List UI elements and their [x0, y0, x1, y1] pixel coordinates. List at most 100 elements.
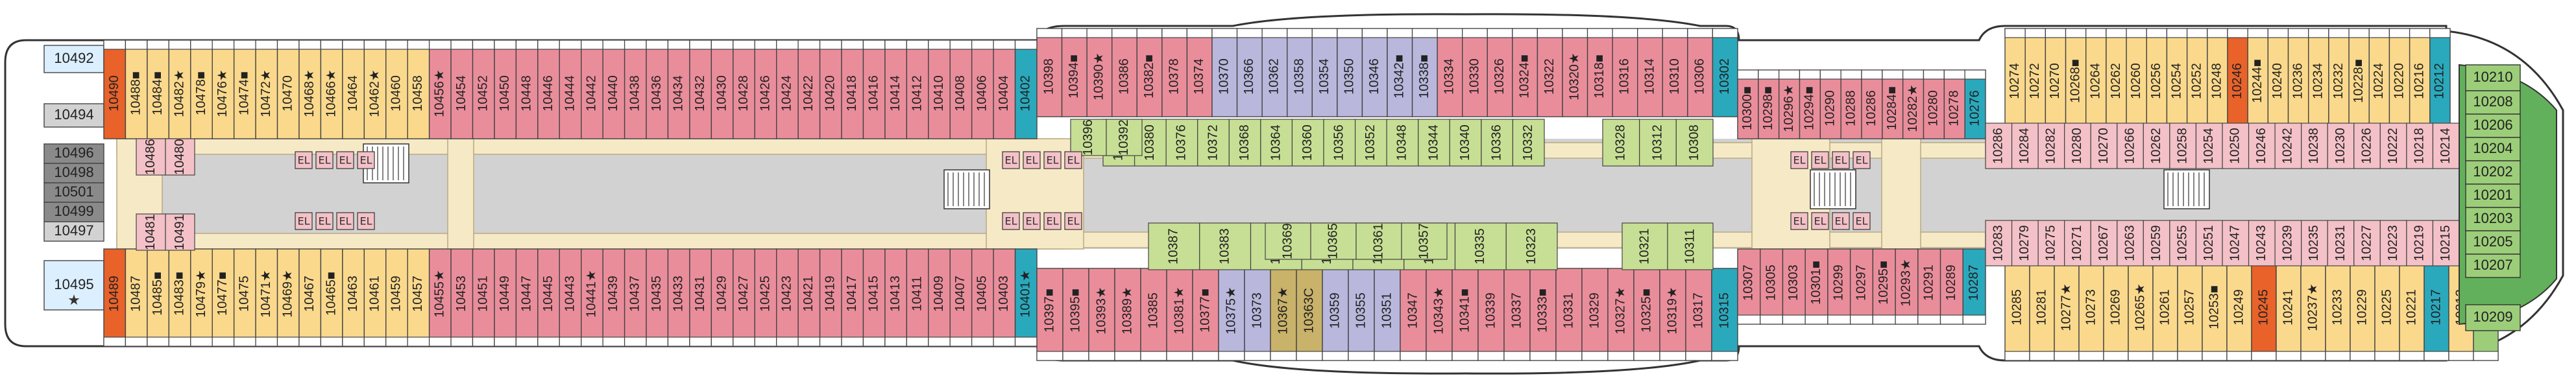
- inner-upper-fwd-cabin-10246[interactable]: 10246: [2248, 123, 2276, 169]
- lower-a-cabin-10431[interactable]: 10431: [689, 248, 712, 347]
- upper-d-cabin-10262[interactable]: 10262: [2106, 28, 2127, 126]
- inner-upper-green-cabin-10396[interactable]: 10396: [1070, 119, 1107, 156]
- inner-upper-mid-cabin-10332[interactable]: 10332: [1512, 119, 1545, 167]
- upper-b-cabin-10338[interactable]: 10338■: [1411, 28, 1438, 117]
- lower-a-cabin-10463[interactable]: 10463: [342, 248, 365, 347]
- lower-b-cabin-10395[interactable]: 10395■: [1062, 268, 1089, 361]
- lower-b-cabin-10355[interactable]: 10355: [1348, 268, 1375, 361]
- inner-lower-fwd-cabin-10275[interactable]: 10275: [2037, 220, 2065, 266]
- lower-c-cabin-10291[interactable]: 10291: [1917, 248, 1941, 325]
- upper-b-cabin-10366[interactable]: 10366: [1236, 28, 1263, 117]
- lower-b-cabin-10347[interactable]: 10347: [1400, 268, 1427, 361]
- inner-upper-mid-cabin-10368[interactable]: 10368: [1228, 119, 1261, 167]
- lower-b-cabin-10389[interactable]: 10389★: [1114, 268, 1141, 361]
- lower-a-cabin-10461[interactable]: 10461: [363, 248, 387, 347]
- lower-a-cabin-10417[interactable]: 10417: [841, 248, 864, 347]
- upper-c-cabin-10278[interactable]: 10278: [1943, 69, 1965, 139]
- inner-upper-fwd-cabin-10250[interactable]: 10250: [2222, 123, 2250, 169]
- upper-a-cabin-10478[interactable]: 10478■: [190, 40, 213, 139]
- lower-a-cabin-10435[interactable]: 10435: [646, 248, 669, 347]
- lower-b-cabin-10341[interactable]: 10341■: [1452, 268, 1479, 361]
- inner-upper-fwd-cabin-10258[interactable]: 10258: [2169, 123, 2197, 169]
- lower-b-cabin-10381[interactable]: 10381★: [1166, 268, 1193, 361]
- inner-lower-fwd-cabin-10219[interactable]: 10219: [2406, 220, 2434, 266]
- inner-upper-fwd-cabin-10270[interactable]: 10270: [2090, 123, 2118, 169]
- upper-b-cabin-10354[interactable]: 10354: [1311, 28, 1338, 117]
- lower-a-cabin-10447[interactable]: 10447: [515, 248, 539, 347]
- lower-b-cabin-10331[interactable]: 10331: [1555, 268, 1583, 361]
- upper-d-cabin-10248[interactable]: 10248: [2207, 28, 2228, 126]
- upper-d-cabin-10260[interactable]: 10260: [2126, 28, 2147, 126]
- lower-a-cabin-10415[interactable]: 10415: [862, 248, 886, 347]
- lower-a-cabin-10405[interactable]: 10405: [971, 248, 994, 347]
- upper-c-cabin-10288[interactable]: 10288: [1840, 69, 1862, 139]
- upper-b-cabin-10324[interactable]: 10324■: [1512, 28, 1538, 117]
- inner-upper-green-cabin-10392[interactable]: 10392: [1106, 119, 1143, 156]
- upper-b-cabin-10314[interactable]: 10314: [1637, 28, 1663, 117]
- upper-a-cabin-10446[interactable]: 10446: [537, 40, 560, 139]
- forward-suite-10209[interactable]: 10209: [2465, 304, 2521, 331]
- lower-b-cabin-10315[interactable]: 10315: [1711, 268, 1738, 361]
- upper-a-cabin-10422[interactable]: 10422: [797, 40, 821, 139]
- upper-a-cabin-10450[interactable]: 10450: [494, 40, 517, 139]
- lower-c-cabin-10303[interactable]: 10303: [1782, 248, 1806, 325]
- upper-b-cabin-10342[interactable]: 10342■: [1387, 28, 1413, 117]
- upper-a-cabin-10408[interactable]: 10408: [949, 40, 973, 139]
- lower-c-cabin-10305[interactable]: 10305: [1760, 248, 1784, 325]
- lower-a-cabin-10427[interactable]: 10427: [733, 248, 755, 347]
- upper-c-cabin-10280[interactable]: 10280: [1923, 69, 1945, 139]
- stern-suite-10494[interactable]: 10494: [43, 103, 104, 128]
- upper-c-cabin-10276[interactable]: 10276: [1964, 69, 1986, 139]
- inner-upper-mid-cabin-10372[interactable]: 10372: [1197, 119, 1230, 167]
- upper-a-cabin-10460[interactable]: 10460: [385, 40, 408, 139]
- upper-a-cabin-10476[interactable]: 10476★: [212, 40, 235, 139]
- inner-lower-fwd-cabin-10283[interactable]: 10283: [1985, 220, 2013, 266]
- upper-a-cabin-10484[interactable]: 10484■: [147, 40, 170, 139]
- lower-d-cabin-10217[interactable]: 10217: [2424, 261, 2449, 361]
- upper-a-cabin-10416[interactable]: 10416: [862, 40, 886, 139]
- upper-d-cabin-10236[interactable]: 10236: [2287, 28, 2309, 126]
- inner-upper-aft-cabin-10480[interactable]: 10480: [165, 138, 195, 176]
- lower-a-cabin-10467[interactable]: 10467: [298, 248, 322, 347]
- inner-upper-fwd-cabin-10282[interactable]: 10282: [2037, 123, 2065, 169]
- inner-lower-fwd-cabin-10215[interactable]: 10215: [2432, 220, 2460, 266]
- upper-b-cabin-10382[interactable]: 10382■: [1136, 28, 1163, 117]
- lower-b-cabin-10367[interactable]: 10367★: [1270, 268, 1297, 361]
- stern-suite-10496[interactable]: 10496: [43, 143, 104, 164]
- lower-b-cabin-10329[interactable]: 10329: [1581, 268, 1609, 361]
- upper-d-cabin-10274[interactable]: 10274: [2004, 28, 2026, 126]
- upper-c-cabin-10294[interactable]: 10294■: [1799, 69, 1821, 139]
- lower-a-cabin-10487[interactable]: 10487: [125, 248, 148, 347]
- upper-b-cabin-10334[interactable]: 10334: [1437, 28, 1463, 117]
- upper-a-cabin-10402[interactable]: 10402: [1014, 40, 1038, 139]
- lower-a-cabin-10409[interactable]: 10409: [928, 248, 951, 347]
- lower-a-cabin-10413[interactable]: 10413: [884, 248, 908, 347]
- upper-a-cabin-10414[interactable]: 10414: [884, 40, 908, 139]
- lower-b-cabin-10377[interactable]: 10377■: [1192, 268, 1219, 361]
- upper-a-cabin-10488[interactable]: 10488■: [125, 40, 148, 139]
- inner-upper-fwd-cabin-10242[interactable]: 10242: [2274, 123, 2302, 169]
- inner-lower-mid-cabin-10323[interactable]: 10323: [1505, 222, 1558, 270]
- lower-a-cabin-10429[interactable]: 10429: [711, 248, 734, 347]
- upper-c-cabin-10296[interactable]: 10296★: [1778, 69, 1801, 139]
- inner-upper-mid-cabin-10364[interactable]: 10364: [1260, 119, 1293, 167]
- lower-a-cabin-10437[interactable]: 10437: [624, 248, 647, 347]
- upper-a-cabin-10430[interactable]: 10430: [711, 40, 734, 139]
- upper-d-cabin-10216[interactable]: 10216: [2409, 28, 2431, 126]
- lower-a-cabin-10465[interactable]: 10465■: [320, 248, 343, 347]
- lower-b-cabin-10363C[interactable]: 10363C: [1296, 268, 1323, 361]
- inner-upper-mid-cabin-10344[interactable]: 10344: [1418, 119, 1450, 167]
- lower-c-cabin-10289[interactable]: 10289: [1939, 248, 1963, 325]
- upper-d-cabin-10240[interactable]: 10240: [2267, 28, 2289, 126]
- inner-lower-fwd-cabin-10251[interactable]: 10251: [2195, 220, 2223, 266]
- lower-d-cabin-10281[interactable]: 10281: [2029, 261, 2055, 361]
- inner-upper-fwd-cabin-10214[interactable]: 10214: [2432, 123, 2460, 169]
- inner-lower-green-cabin-10361[interactable]: 10361: [1355, 222, 1402, 260]
- inner-lower-green-cabin-10369[interactable]: 10369: [1265, 222, 1311, 260]
- upper-c-cabin-10286[interactable]: 10286: [1861, 69, 1883, 139]
- upper-d-cabin-10232[interactable]: 10232: [2328, 28, 2350, 126]
- upper-c-cabin-10284[interactable]: 10284■: [1882, 69, 1904, 139]
- inner-lower-green2-cabin-10321[interactable]: 10321: [1622, 222, 1668, 270]
- upper-d-cabin-10268[interactable]: 10268■: [2065, 28, 2087, 126]
- upper-b-cabin-10378[interactable]: 10378: [1161, 28, 1188, 117]
